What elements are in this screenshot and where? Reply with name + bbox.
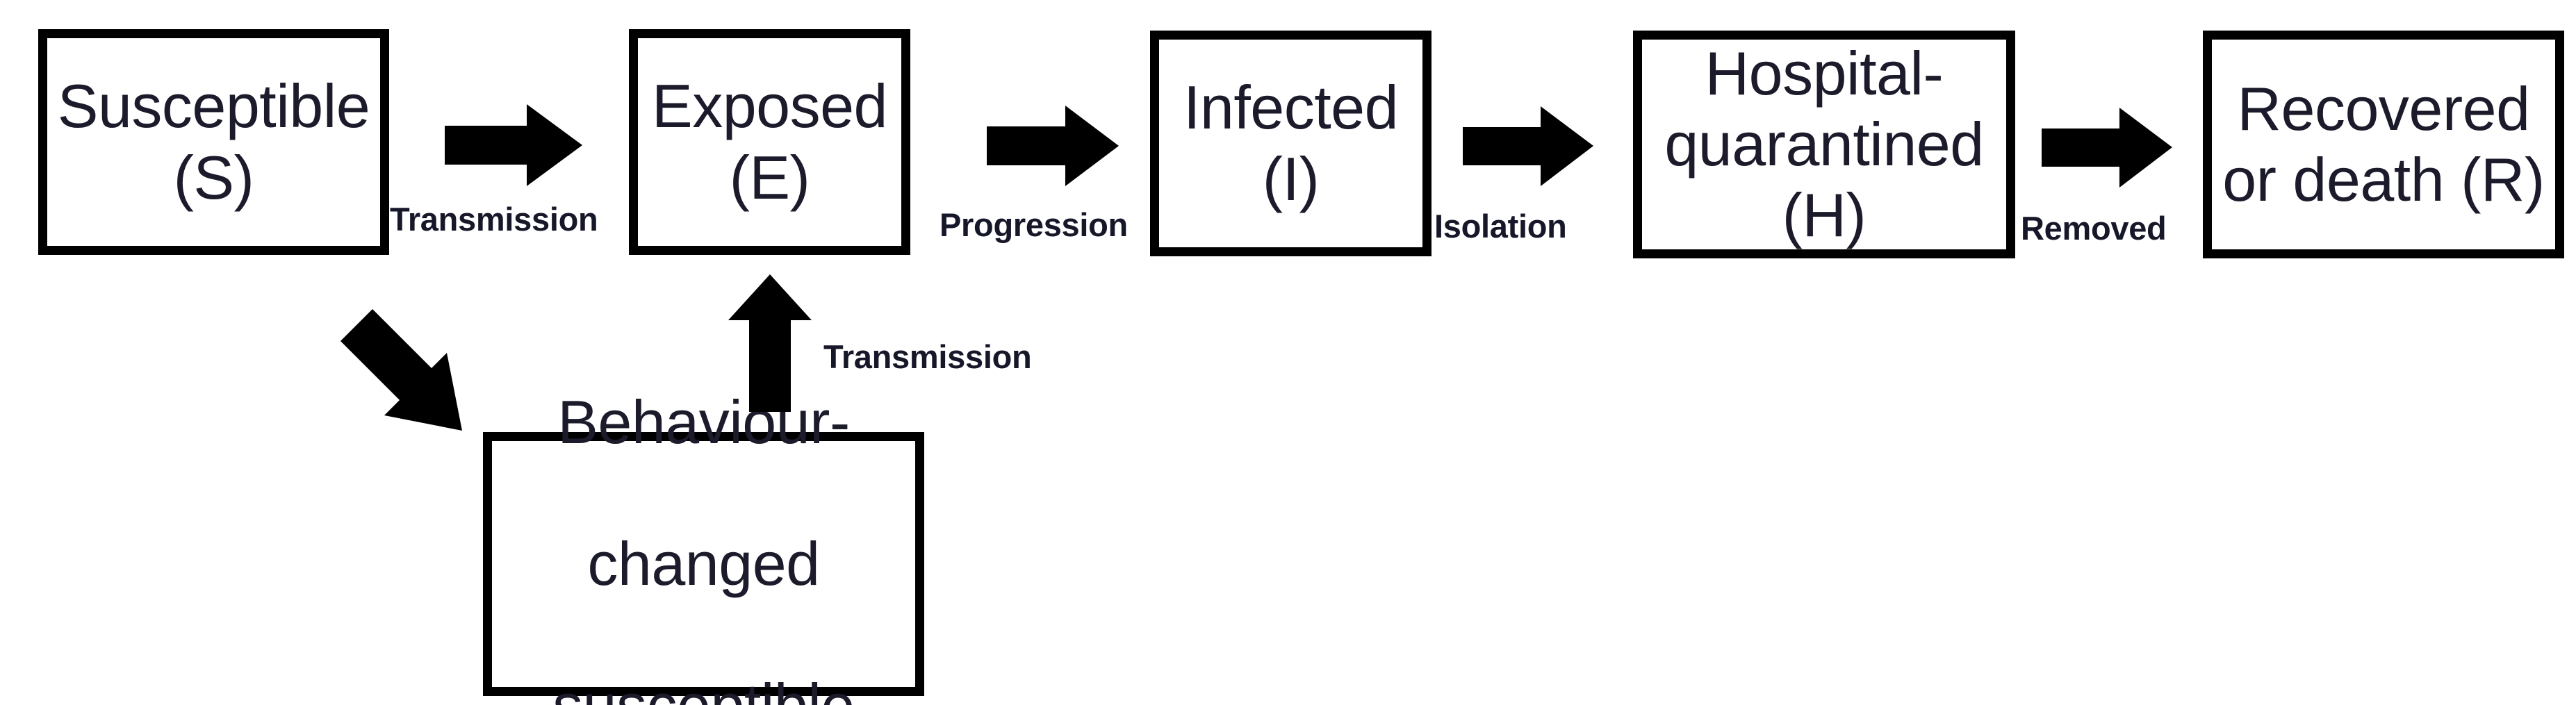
node-susceptible[interactable]: Susceptible (S) (38, 29, 389, 255)
node-susceptible-label: Susceptible (S) (57, 72, 370, 212)
arrow-right-icon (445, 104, 582, 186)
node-recovered-or-death-label: Recovered or death (R) (2222, 74, 2545, 214)
node-hospital-quarantined-label: Hospital- quarantined (H) (1664, 38, 1984, 250)
edge-label-transmission-sf-to-e: Transmission (823, 338, 1032, 375)
arrow-susceptible-to-exposed (445, 104, 582, 186)
edge-label-removed: Removed (2021, 210, 2167, 247)
arrow-right-icon (987, 106, 1119, 186)
node-sf-line3-prefix: susceptible (S (552, 671, 855, 705)
arrow-behaviour-changed-to-exposed (728, 274, 812, 412)
node-sf-line1: Behaviour- (557, 387, 850, 456)
node-sf-line2: changed (587, 529, 820, 598)
edge-label-isolation: Isolation (1434, 208, 1567, 244)
node-exposed[interactable]: Exposed (E) (629, 29, 910, 255)
node-infected-label: Infected (I) (1183, 73, 1399, 213)
arrow-hospital-to-recovered (2042, 108, 2172, 188)
arrow-down-right-icon (341, 309, 462, 431)
arrow-susceptible-to-behaviour-changed (341, 309, 462, 431)
arrow-exposed-to-infected (987, 106, 1119, 186)
node-recovered-or-death[interactable]: Recovered or death (R) (2203, 31, 2564, 258)
arrow-up-icon (728, 274, 812, 412)
arrow-right-icon (1463, 106, 1593, 186)
node-behaviour-changed-susceptible-label: Behaviour- changed susceptible (SF) (492, 316, 915, 705)
node-hospital-quarantined[interactable]: Hospital- quarantined (H) (1633, 31, 2015, 258)
node-exposed-label: Exposed (E) (652, 72, 887, 212)
arrow-infected-to-hospital (1463, 106, 1593, 186)
edge-label-transmission-s-to-e: Transmission (390, 201, 598, 238)
node-behaviour-changed-susceptible[interactable]: Behaviour- changed susceptible (SF) (483, 388, 924, 705)
arrow-right-icon (2042, 108, 2172, 188)
node-infected[interactable]: Infected (I) (1150, 31, 1431, 256)
edge-label-progression: Progression (940, 206, 1128, 243)
